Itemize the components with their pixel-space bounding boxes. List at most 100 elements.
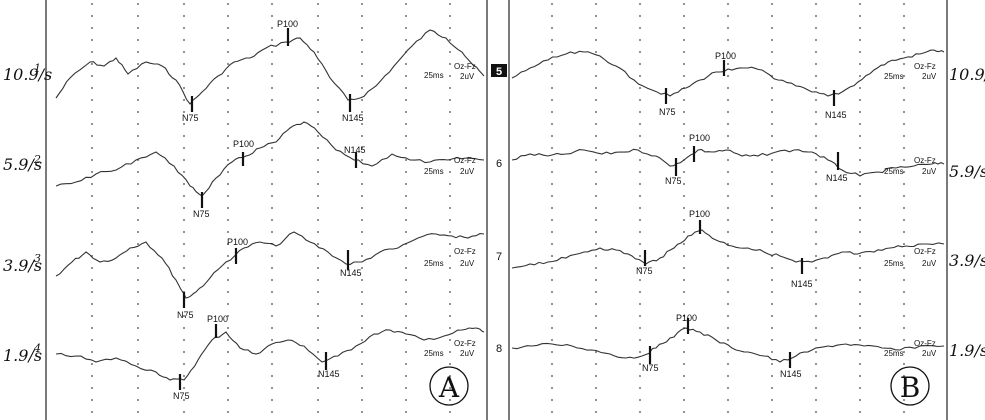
grid-dot bbox=[183, 399, 185, 401]
grid-dot bbox=[639, 39, 641, 41]
grid-dot bbox=[859, 87, 861, 89]
grid-dot bbox=[595, 411, 597, 413]
grid-dot bbox=[683, 195, 685, 197]
grid-dot bbox=[137, 99, 139, 101]
grid-dot bbox=[91, 219, 93, 221]
n145-label: N145 bbox=[791, 279, 813, 289]
grid-dot bbox=[271, 147, 273, 149]
grid-dot bbox=[727, 3, 729, 5]
grid-dot bbox=[361, 27, 363, 29]
grid-dot bbox=[727, 135, 729, 137]
grid-dot bbox=[227, 411, 229, 413]
montage-label: Oz-Fz bbox=[454, 62, 476, 71]
grid-dot bbox=[405, 15, 407, 17]
grid-dot bbox=[595, 195, 597, 197]
grid-dot bbox=[361, 327, 363, 329]
grid-dot bbox=[903, 291, 905, 293]
grid-dot bbox=[551, 279, 553, 281]
grid-dot bbox=[859, 219, 861, 221]
grid-dot bbox=[771, 39, 773, 41]
grid-dot bbox=[183, 387, 185, 389]
grid-dot bbox=[137, 195, 139, 197]
grid-dot bbox=[771, 411, 773, 413]
grid-dot bbox=[727, 51, 729, 53]
grid-dot bbox=[639, 399, 641, 401]
montage-label: Oz-Fz bbox=[914, 339, 936, 348]
grid-dot bbox=[727, 303, 729, 305]
grid-dot bbox=[595, 363, 597, 365]
grid-dot bbox=[227, 375, 229, 377]
grid-dot bbox=[859, 387, 861, 389]
grid-dot bbox=[361, 111, 363, 113]
grid-dot bbox=[317, 351, 319, 353]
rate-label: 10.9/s bbox=[949, 65, 985, 84]
grid-dot bbox=[361, 87, 363, 89]
grid-dot bbox=[227, 87, 229, 89]
grid-dot bbox=[405, 87, 407, 89]
grid-dot bbox=[361, 291, 363, 293]
grid-dot bbox=[91, 231, 93, 233]
grid-dot bbox=[595, 123, 597, 125]
grid-dot bbox=[727, 267, 729, 269]
grid-dot bbox=[405, 315, 407, 317]
grid-dot bbox=[815, 15, 817, 17]
grid-dot bbox=[771, 87, 773, 89]
grid-dot bbox=[271, 39, 273, 41]
grid-dot bbox=[683, 63, 685, 65]
grid-dot bbox=[271, 63, 273, 65]
grid-dot bbox=[271, 291, 273, 293]
grid-dot bbox=[639, 183, 641, 185]
grid-dot bbox=[91, 15, 93, 17]
grid-dot bbox=[183, 27, 185, 29]
grid-dot bbox=[903, 111, 905, 113]
panel-a-scale-labels: Oz-Fz 25ms 2uV Oz-Fz 25ms 2uV Oz-Fz 25ms… bbox=[424, 62, 476, 358]
n75-label: N75 bbox=[177, 310, 194, 320]
grid-dot bbox=[449, 147, 451, 149]
grid-dot bbox=[683, 411, 685, 413]
grid-dot bbox=[595, 171, 597, 173]
grid-dot bbox=[271, 171, 273, 173]
grid-dot bbox=[137, 87, 139, 89]
grid-dot bbox=[639, 159, 641, 161]
grid-dot bbox=[595, 351, 597, 353]
grid-dot bbox=[137, 171, 139, 173]
grid-dot bbox=[183, 3, 185, 5]
channel-number: 5 bbox=[496, 66, 502, 78]
n145-label: N145 bbox=[780, 369, 802, 379]
grid-dot bbox=[361, 315, 363, 317]
grid-dot bbox=[815, 267, 817, 269]
grid-dot bbox=[91, 327, 93, 329]
panel-a-letter: A bbox=[438, 371, 460, 404]
grid-dot bbox=[595, 135, 597, 137]
grid-dot bbox=[449, 255, 451, 257]
grid-dot bbox=[595, 399, 597, 401]
grid-dot bbox=[91, 147, 93, 149]
grid-dot bbox=[91, 183, 93, 185]
grid-dot bbox=[639, 15, 641, 17]
grid-dot bbox=[317, 123, 319, 125]
grid-dot bbox=[227, 351, 229, 353]
grid-dot bbox=[859, 399, 861, 401]
grid-dot bbox=[639, 315, 641, 317]
grid-dot bbox=[815, 243, 817, 245]
grid-dot bbox=[639, 411, 641, 413]
grid-dot bbox=[903, 159, 905, 161]
grid-dot bbox=[405, 111, 407, 113]
grid-dot bbox=[639, 351, 641, 353]
grid-dot bbox=[595, 63, 597, 65]
grid-dot bbox=[405, 327, 407, 329]
grid-dot bbox=[405, 219, 407, 221]
grid-dot bbox=[271, 231, 273, 233]
grid-dot bbox=[449, 291, 451, 293]
grid-dot bbox=[727, 171, 729, 173]
grid-dot bbox=[271, 75, 273, 77]
grid-dot bbox=[137, 267, 139, 269]
grid-dot bbox=[639, 219, 641, 221]
grid-dot bbox=[449, 99, 451, 101]
grid-dot bbox=[271, 267, 273, 269]
grid-dot bbox=[317, 411, 319, 413]
grid-dot bbox=[317, 87, 319, 89]
grid-dot bbox=[727, 351, 729, 353]
grid-dot bbox=[551, 39, 553, 41]
